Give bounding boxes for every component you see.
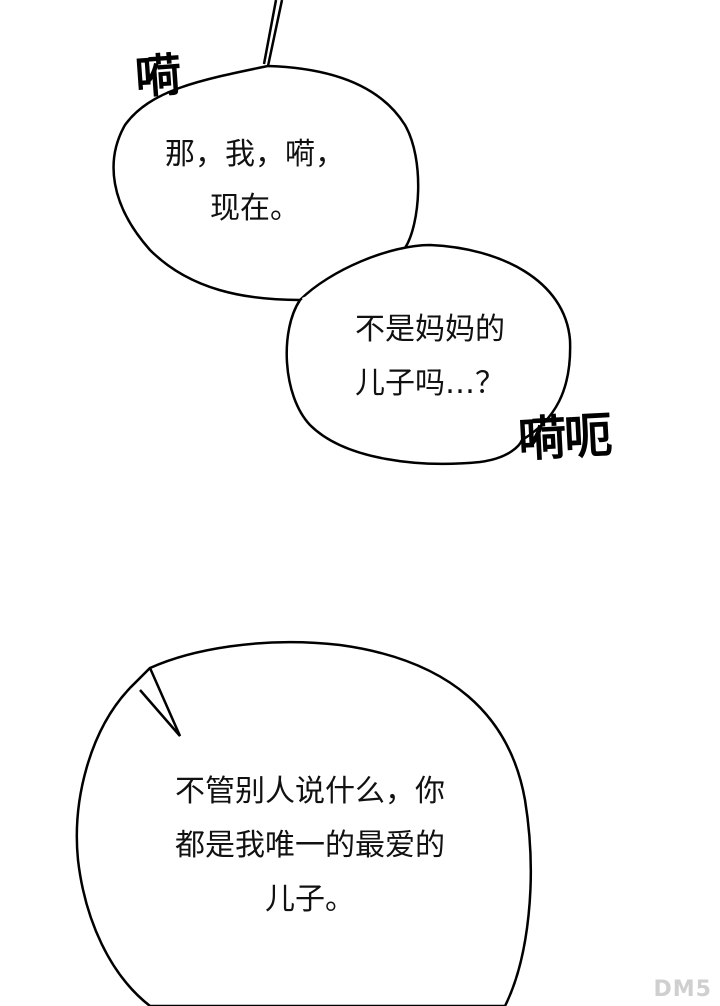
bubble-3-tail [130, 668, 180, 736]
speech-bubble-2 [285, 243, 572, 466]
sfx-sob-2: 嗬呃 [516, 407, 612, 469]
bubble-2-line-1: 不是妈妈的 [355, 312, 505, 347]
bubble-1-line-2: 现在。 [210, 191, 300, 226]
bubble-2-text: 不是妈妈的 儿子吗…？ [330, 303, 530, 411]
bubble-1-line-1: 那，我，嗬， [165, 137, 345, 172]
sfx-sob-1: 嗬 [133, 47, 182, 105]
speech-bubble-3 [75, 640, 532, 1006]
bubble-3-line-1: 不管别人说什么，你 [175, 774, 445, 809]
bubble-3-line-3: 儿子。 [265, 882, 355, 917]
bubble-2-line-2: 儿子吗…？ [355, 366, 505, 401]
bubble-3-text: 不管别人说什么，你 都是我唯一的最爱的 儿子。 [130, 765, 490, 927]
bubble-1-tail [262, 0, 284, 67]
bubble-seam-cover [302, 250, 410, 308]
site-watermark: DM5 [653, 977, 712, 1002]
speech-bubble-1 [112, 64, 420, 302]
bubble-3-line-2: 都是我唯一的最爱的 [175, 828, 445, 863]
bubble-1-text: 那，我，嗬， 现在。 [145, 128, 365, 236]
bubble-3-tail-outline [129, 667, 182, 737]
